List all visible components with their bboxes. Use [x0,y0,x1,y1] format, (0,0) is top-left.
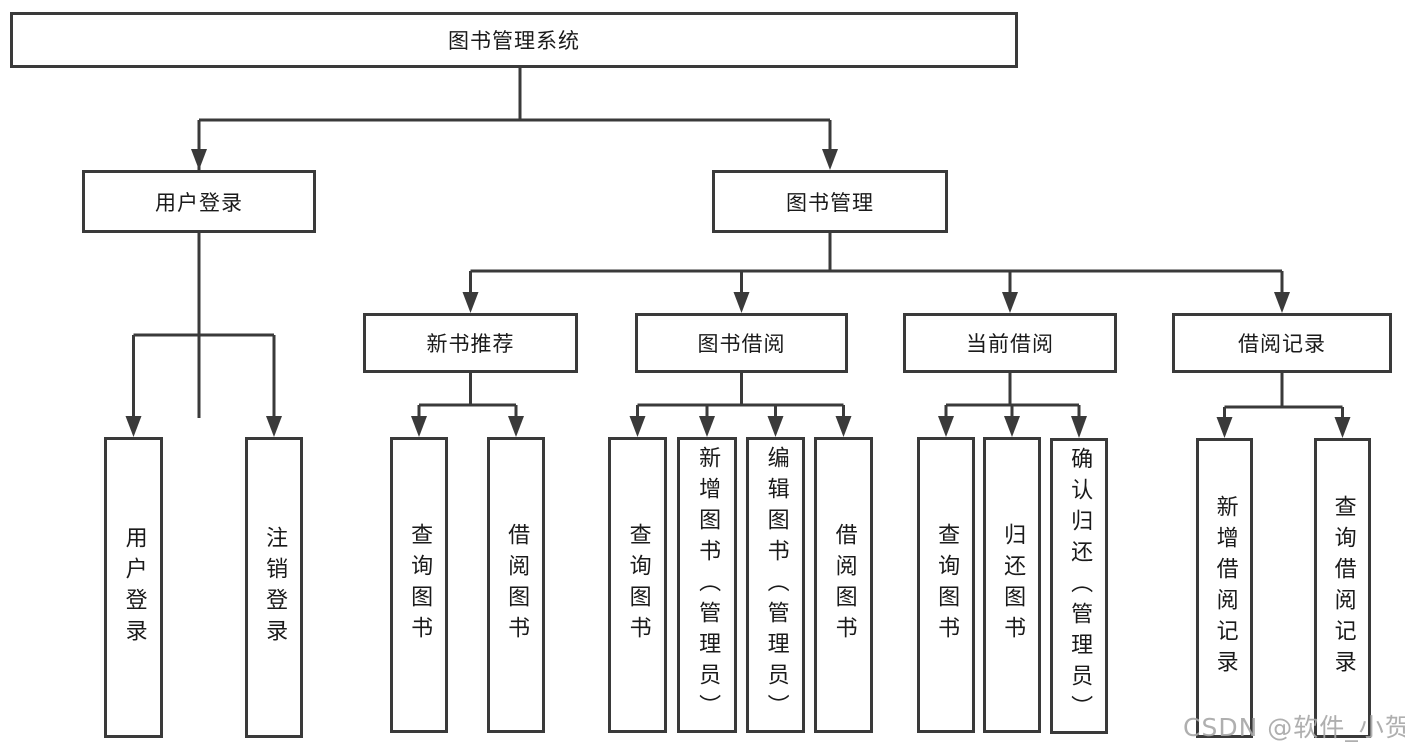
leaf-add-book-admin: 新增图书（管理员） [677,437,737,733]
leaf-borrow-books-2-label: 借阅图书 [831,523,857,647]
leaf-edit-book-admin-label: 编辑图书（管理员） [763,445,789,725]
leaf-user-login-label: 用户登录 [121,525,147,650]
node-book-borrow: 图书借阅 [635,313,848,373]
leaf-borrow-books-2: 借阅图书 [814,437,873,733]
connector-book-mgmt [462,233,1290,313]
leaf-confirm-return-admin: 确认归还（管理员） [1050,438,1108,734]
leaf-return-book: 归还图书 [983,437,1041,733]
connector-current-borrow [938,373,1087,438]
leaf-add-borrow-record-label: 新增借阅记录 [1212,495,1238,681]
leaf-query-books-3-label: 查询图书 [934,523,960,647]
node-user-login: 用户登录 [82,170,316,233]
leaf-add-borrow-record: 新增借阅记录 [1196,438,1253,738]
leaf-logout-label: 注销登录 [262,525,288,650]
connector-book-borrow [629,373,852,437]
connector-root-l2 [191,68,838,418]
leaf-query-books-1: 查询图书 [390,437,448,733]
node-current-borrow: 当前借阅 [903,313,1117,373]
watermark: CSDN @软件_小贺同学 [1183,713,1405,742]
node-borrow-records: 借阅记录 [1172,313,1392,373]
leaf-confirm-return-admin-label: 确认归还（管理员） [1067,446,1093,726]
leaf-query-borrow-record-label: 查询借阅记录 [1330,495,1356,681]
node-new-book-rec: 新书推荐 [363,313,578,373]
leaf-query-books-2-label: 查询图书 [625,523,651,647]
node-book-mgmt: 图书管理 [712,170,948,233]
node-root: 图书管理系统 [10,12,1018,68]
leaf-logout: 注销登录 [245,437,303,738]
leaf-user-login: 用户登录 [104,437,163,738]
leaf-query-books-3: 查询图书 [917,437,975,733]
leaf-add-book-admin-label: 新增图书（管理员） [695,445,721,725]
leaf-return-book-label: 归还图书 [1000,523,1026,647]
leaf-query-books-2: 查询图书 [608,437,667,733]
connector-borrow-records [1216,373,1351,438]
leaf-query-books-1-label: 查询图书 [407,523,433,647]
leaf-borrow-books-1-label: 借阅图书 [504,523,530,647]
connector-new-book-rec [411,373,524,437]
leaf-edit-book-admin: 编辑图书（管理员） [746,437,805,733]
connector-user-login [125,233,282,437]
leaf-borrow-books-1: 借阅图书 [487,437,545,733]
leaf-query-borrow-record: 查询借阅记录 [1314,438,1371,738]
